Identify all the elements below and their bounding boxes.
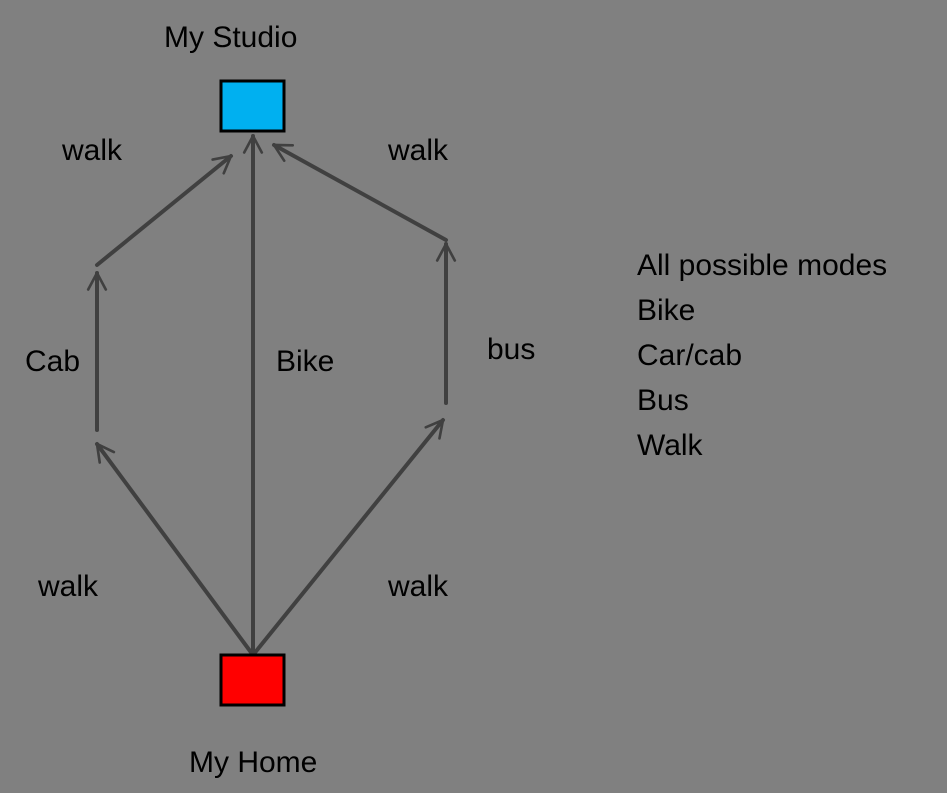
- edge-label-walk-bottom-right: walk: [388, 570, 449, 603]
- modes-list: All possible modes Bike Car/cab Bus Walk: [637, 243, 887, 468]
- arrow-walk-top-right: [272, 143, 448, 242]
- mode-item: Bus: [637, 384, 689, 417]
- mode-item: Walk: [637, 429, 703, 462]
- edge-label-walk-top-right: walk: [388, 134, 449, 167]
- edge-label-walk-top-left: walk: [62, 134, 123, 167]
- mode-item: Bike: [637, 294, 696, 327]
- modes-heading: All possible modes: [637, 249, 888, 282]
- edge-label-bike: Bike: [276, 345, 335, 378]
- mode-item: Car/cab: [637, 339, 743, 372]
- edge-label-cab: Cab: [25, 345, 81, 378]
- studio-node: [219, 79, 286, 133]
- home-label: My Home: [189, 746, 318, 779]
- arrow-walk-bottom-left: [95, 442, 255, 657]
- edge-label-walk-bottom-left: walk: [38, 570, 99, 603]
- studio-label: My Studio: [164, 21, 298, 54]
- arrow-walk-bottom-right: [251, 418, 445, 657]
- edge-label-bus: bus: [487, 333, 536, 366]
- arrow-walk-top-left: [95, 154, 233, 267]
- home-node: [219, 653, 286, 707]
